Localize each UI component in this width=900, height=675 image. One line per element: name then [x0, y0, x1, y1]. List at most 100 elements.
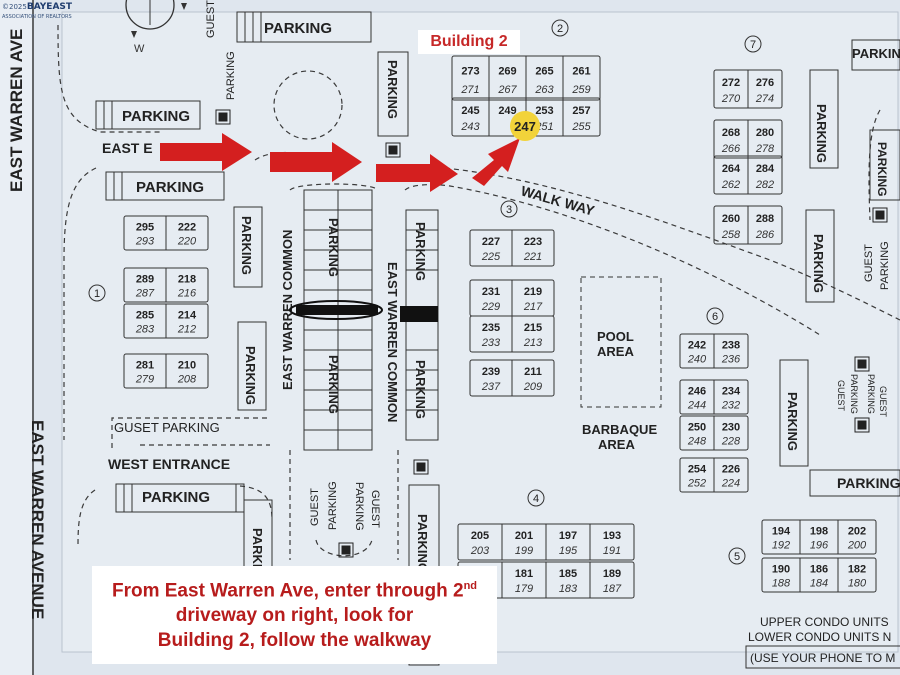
unit-number-lower: 252: [687, 478, 706, 490]
unit-number-upper: 288: [756, 213, 774, 225]
building-number: 6: [712, 311, 718, 323]
unit-number-upper: 264: [722, 163, 741, 175]
watermark-brand: BAYEAST: [26, 2, 73, 12]
unit-number-lower: 220: [177, 236, 197, 248]
unit-number-lower: 228: [721, 436, 741, 448]
unit-number-upper: 182: [848, 563, 866, 575]
bbq-label: BARBAQUE: [582, 422, 657, 437]
unit-247-marker: [510, 111, 540, 141]
unit-number-upper: 249: [498, 105, 516, 117]
unit-number-lower: 266: [721, 143, 741, 155]
building-blocks: [123, 55, 877, 599]
building-number: 2: [557, 23, 563, 35]
unit-number-lower: 271: [460, 84, 479, 96]
guest-parking-markers: [215, 109, 888, 558]
watermark: ©2025BAYEAST ASSOCIATION OF REALTORS: [2, 2, 72, 20]
unit-number-upper: 253: [535, 105, 553, 117]
parking-label: PARKING: [122, 108, 190, 125]
unit-number-upper: 254: [688, 463, 707, 475]
unit-number-upper: 211: [524, 366, 542, 378]
parking-label: PARKING: [875, 142, 889, 196]
unit-number-upper: 269: [498, 65, 516, 77]
unit-number-lower: 225: [481, 251, 501, 263]
street-label-ew-ave-top: EAST WARREN AVE: [7, 29, 26, 192]
parking-label: PARKING: [264, 20, 332, 37]
unit-number-lower: 184: [810, 578, 828, 590]
guest-label: GUEST: [369, 490, 381, 528]
unit-number-lower: 199: [515, 545, 533, 557]
parking-label: PARKING: [136, 179, 204, 196]
unit-number-lower: 203: [470, 545, 490, 557]
unit-number-upper: 250: [688, 421, 706, 433]
pool-label: POOL: [597, 329, 634, 344]
unit-number-lower: 212: [177, 324, 196, 336]
unit-number-upper: 186: [810, 563, 828, 575]
building-number-circle: [527, 489, 545, 507]
bbq-area-label: AREA: [598, 437, 635, 452]
unit-number-lower: 233: [481, 337, 501, 349]
unit-number-upper: 193: [603, 530, 621, 542]
unit-number-lower: 179: [515, 583, 533, 595]
map-panel: [61, 11, 899, 653]
guest-label: GUEST: [836, 380, 846, 412]
building-number: 1: [94, 288, 100, 300]
unit-number-upper: 257: [572, 105, 590, 117]
note-line-2: driveway on right, look for: [175, 605, 414, 627]
unit-number-lower: 195: [559, 545, 578, 557]
unit-number-upper: 230: [722, 421, 740, 433]
unit-number-lower: 237: [481, 381, 501, 393]
unit-number-upper: 234: [722, 385, 741, 397]
unit-number-lower: 248: [687, 436, 707, 448]
parking-small-label: PARKING: [879, 241, 891, 290]
unit-number-upper: 265: [535, 65, 553, 77]
unit-number-upper: 210: [178, 359, 196, 371]
street-label-ew-common-1: EAST WARREN COMMON: [280, 230, 295, 390]
unit-number-lower: 283: [135, 324, 155, 336]
parking-label: PARKING: [142, 489, 210, 506]
watermark-prefix: ©2025: [2, 3, 27, 11]
street-label-west-entrance: WEST ENTRANCE: [108, 456, 230, 472]
street-label-east-e: EAST E: [102, 140, 153, 156]
note-superscript: nd: [463, 580, 478, 592]
unit-number-lower: 187: [603, 583, 622, 595]
building-number: 4: [533, 493, 539, 505]
unit-number-lower: 263: [534, 84, 554, 96]
unit-number-lower: 183: [559, 583, 578, 595]
building-number-circle: [551, 19, 569, 37]
arrow-icon: [472, 138, 520, 186]
unit-number-upper: 181: [515, 568, 533, 580]
parking-label: PARKING: [413, 222, 428, 281]
unit-number-upper: 198: [810, 525, 828, 537]
unit-number-upper: 295: [136, 221, 154, 233]
unit-number-upper: 268: [722, 127, 740, 139]
unit-number-upper: 273: [461, 65, 479, 77]
compass-icon: W: [125, 0, 187, 55]
note-line-1: From East Warren Ave, enter through 2nd: [92, 574, 497, 603]
unit-number-upper: 239: [482, 366, 500, 378]
unit-number-lower: 188: [772, 578, 791, 590]
unit-number-lower: 236: [721, 354, 741, 366]
unit-number-upper: 202: [848, 525, 866, 537]
unit-number-lower: 232: [721, 400, 740, 412]
unit-number-upper: 260: [722, 213, 740, 225]
directions-note: From East Warren Ave, enter through 2nd …: [92, 566, 497, 664]
guest-label: GUEST: [205, 0, 217, 38]
watermark-tagline: ASSOCIATION OF REALTORS: [2, 14, 72, 20]
unit-number-lower: 224: [721, 478, 740, 490]
unit-number-lower: 196: [810, 540, 829, 552]
unit-number-lower: 287: [135, 288, 155, 300]
pool-area-label: AREA: [597, 344, 634, 359]
unit-number-lower: 200: [847, 540, 867, 552]
unit-number-upper: 246: [688, 385, 706, 397]
road-outlines: [57, 24, 900, 560]
arrow-icon: [270, 142, 362, 182]
unit-number-upper: 201: [515, 530, 533, 542]
parking-label: PARKING: [413, 360, 428, 419]
guest-labels: GUEST PARKING GUEST PARKING PARKING GUES…: [114, 0, 891, 531]
unit-number-upper: 280: [756, 127, 774, 139]
parking-labels: PARKING PARKING PARKING PARKING PARKING …: [122, 20, 900, 587]
parking-label: PARKING: [837, 475, 900, 491]
unit-number-lower: 209: [523, 381, 542, 393]
